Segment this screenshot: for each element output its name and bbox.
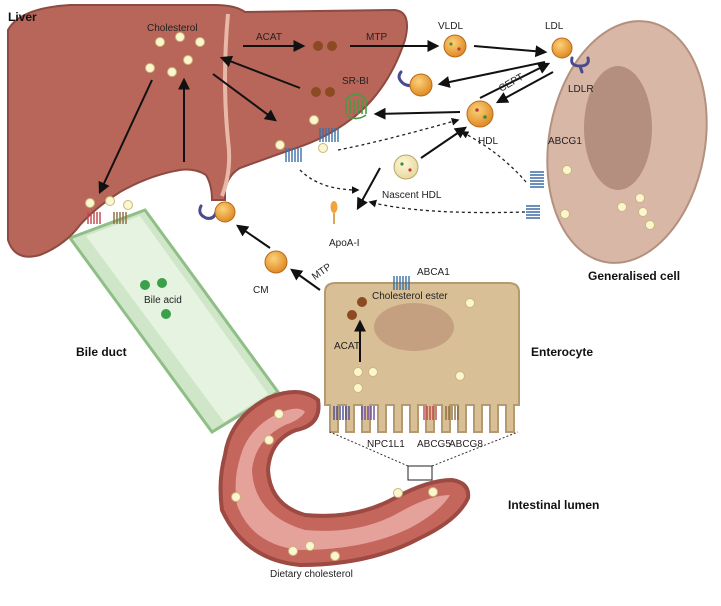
vldl-particle <box>443 34 467 58</box>
abcg1-transporter <box>526 171 544 219</box>
label-sr-bi: SR-BI <box>342 76 369 87</box>
liver-ester-dots <box>311 41 337 97</box>
liver-membrane-transporters <box>285 128 339 162</box>
enterocyte-ester-dots <box>347 297 367 320</box>
hdl-particle <box>466 100 494 128</box>
label-generalised-cell: Generalised cell <box>588 269 680 283</box>
lipoproteins <box>214 34 573 274</box>
pathway-arrows <box>98 40 554 362</box>
ldl-particle <box>551 37 573 59</box>
enterocyte-nucleus <box>374 303 454 351</box>
label-acat-entero: ACAT <box>334 341 360 352</box>
label-nascent-hdl: Nascent HDL <box>382 190 442 201</box>
liver-cholesterol-dots <box>85 32 328 210</box>
cm-particle <box>264 250 288 274</box>
efflux-arrows <box>299 117 527 214</box>
enterocyte-transporters <box>333 276 459 420</box>
lumen-cholesterol-dots <box>231 409 438 561</box>
label-abca1: ABCA1 <box>417 267 450 278</box>
label-intestinal-lumen: Intestinal lumen <box>508 498 599 512</box>
enterocyte-cell <box>324 282 520 433</box>
label-abcg8: ABCG8 <box>449 439 483 450</box>
label-abcg1: ABCG1 <box>548 136 582 147</box>
apoa1-molecule <box>330 201 338 224</box>
label-apoa1: ApoA-I <box>329 238 360 249</box>
label-abcg5: ABCG5 <box>417 439 451 450</box>
enterocyte-cholesterol-dots <box>353 298 475 393</box>
label-hdl: HDL <box>478 136 498 147</box>
label-bile-duct: Bile duct <box>76 345 127 359</box>
label-acat-liver: ACAT <box>256 32 282 43</box>
label-cm: CM <box>253 285 269 296</box>
zoom-box <box>407 465 433 481</box>
cm-remnant-particle <box>214 201 236 223</box>
generalised-cell <box>546 20 708 264</box>
label-cept: CEPT <box>497 72 526 95</box>
sr-bi-receptor <box>345 93 367 120</box>
cell-nucleus <box>584 66 652 190</box>
liver-canalicular-transporters <box>87 212 127 224</box>
nascent-hdl-particle <box>393 154 419 180</box>
ldl-uptake-particle <box>409 73 433 97</box>
label-ldl: LDL <box>545 21 564 32</box>
label-liver: Liver <box>8 10 37 24</box>
label-cholesterol-ester: Cholesterol ester <box>372 291 448 302</box>
label-npc1l1: NPC1L1 <box>367 439 405 450</box>
label-vldl: VLDL <box>438 21 463 32</box>
lipoprotein-speckles <box>400 42 487 172</box>
bile-acid-dots <box>140 278 171 319</box>
label-bile-acid: Bile acid <box>144 295 182 306</box>
bile-duct <box>67 208 281 434</box>
label-dietary-cholesterol: Dietary cholesterol <box>270 569 353 580</box>
label-ldlr: LDLR <box>568 84 594 95</box>
intestine <box>218 390 519 568</box>
label-enterocyte: Enterocyte <box>531 345 593 359</box>
label-mtp-liver: MTP <box>366 32 387 43</box>
label-mtp-entero: MTP <box>310 261 334 282</box>
cell-cholesterol-dots <box>560 165 655 230</box>
label-cholesterol: Cholesterol <box>147 23 198 34</box>
